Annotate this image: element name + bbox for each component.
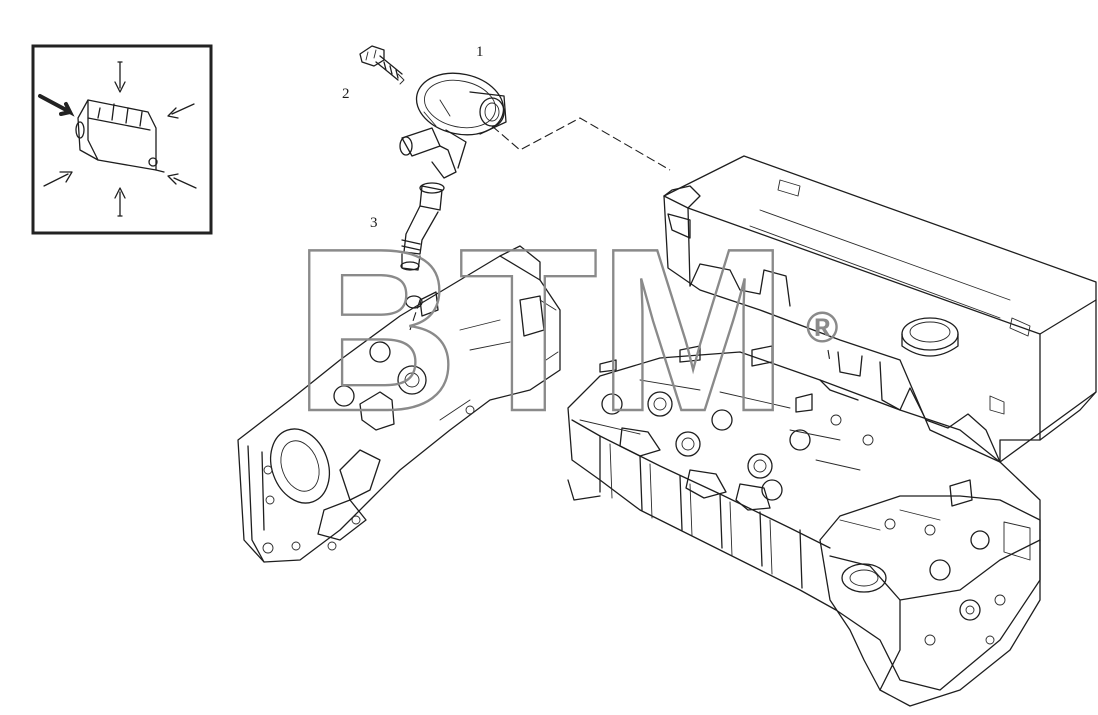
inset-arrows	[38, 61, 197, 217]
breather-housing-part	[399, 72, 507, 179]
arrow-icon	[114, 187, 126, 217]
watermark-text: BTM	[294, 201, 788, 460]
callout-3: 3	[370, 215, 378, 231]
cylinder-head	[567, 345, 1041, 691]
callout-2: 2	[342, 86, 350, 102]
arrow-icon	[155, 169, 165, 173]
rocker-cover	[663, 155, 1097, 463]
watermark: BTM ®	[293, 200, 839, 461]
orientation-inset	[31, 44, 213, 235]
mounting-bolt-part	[359, 45, 405, 85]
arrow-icon	[114, 61, 126, 93]
timing-cover	[237, 245, 561, 563]
registered-mark: ®	[806, 303, 838, 352]
arrow-icon	[43, 171, 73, 187]
arrow-icon	[38, 94, 75, 117]
engine-block-lower	[819, 479, 1041, 707]
callout-1: 1	[476, 44, 484, 60]
inset-engine-block-icon	[75, 99, 158, 171]
arrow-icon	[167, 103, 195, 119]
callout-labels: 1 2 3	[342, 44, 484, 231]
arrow-icon	[167, 173, 197, 189]
